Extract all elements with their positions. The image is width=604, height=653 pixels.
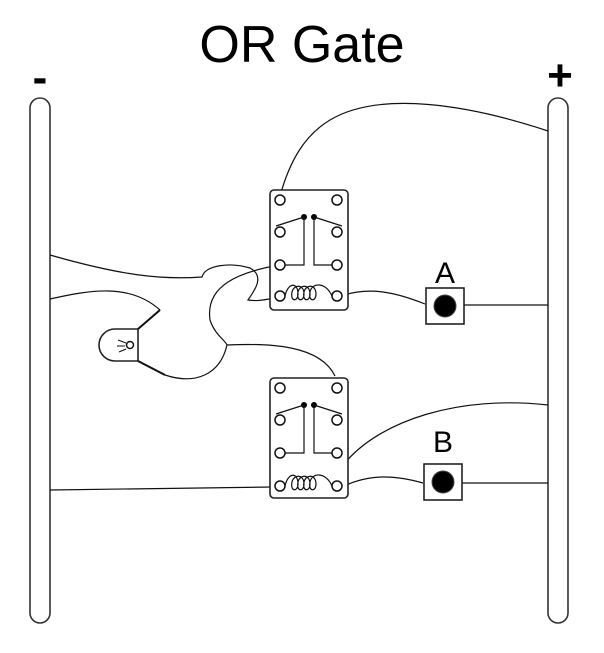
relay-terminal (331, 414, 343, 426)
relay-top (269, 189, 349, 311)
wire-relay-bottom-coil-to-switch-b (343, 476, 424, 487)
relay-terminal (331, 382, 343, 394)
wires (49, 102, 549, 491)
positive-rail-label: + (547, 51, 573, 100)
lamp-icon (98, 309, 166, 376)
switch-b[interactable]: B (423, 426, 463, 501)
coil-icon (284, 474, 333, 491)
relay-terminal (331, 447, 343, 459)
wire-positive-to-relay-top (279, 102, 549, 197)
relay-terminal (331, 226, 343, 238)
wire-junction-to-relay-bottom (226, 343, 336, 377)
relay-terminal (331, 259, 343, 271)
negative-rail (29, 97, 51, 624)
relay-terminal (274, 194, 286, 206)
switch-b-button[interactable] (431, 470, 455, 494)
switch-a-housing (425, 287, 465, 325)
wire-lamp-to-negative (49, 290, 161, 311)
switch-a-button[interactable] (433, 294, 457, 318)
switch-b-label: B (433, 426, 453, 459)
diagram-title: OR Gate (199, 16, 404, 74)
relay-terminal (274, 447, 286, 459)
wire-negative-to-relay-bottom-coil (49, 486, 274, 491)
relay-terminal (331, 480, 343, 492)
wire-relay-top-coil-to-switch-a (343, 290, 426, 305)
wire-relay-top-to-lamp (164, 264, 280, 380)
relay-bottom (269, 377, 349, 499)
relay-terminal (274, 290, 286, 302)
negative-rail-label: - (33, 53, 48, 102)
wire-relay-bottom-to-positive (343, 402, 549, 465)
relay-terminal (274, 480, 286, 492)
switch-a-label: A (435, 257, 455, 290)
relay-terminal (331, 290, 343, 302)
switch-b-housing (423, 463, 463, 501)
coil-icon (284, 284, 333, 301)
positive-rail (547, 97, 569, 624)
relay-terminal (274, 259, 286, 271)
wire-negative-to-relay-top-mid (49, 254, 280, 302)
relay-terminal (274, 414, 286, 426)
relay-terminal (274, 226, 286, 238)
relay-terminal (274, 382, 286, 394)
relay-terminal (331, 194, 343, 206)
switch-a[interactable]: A (425, 257, 465, 325)
